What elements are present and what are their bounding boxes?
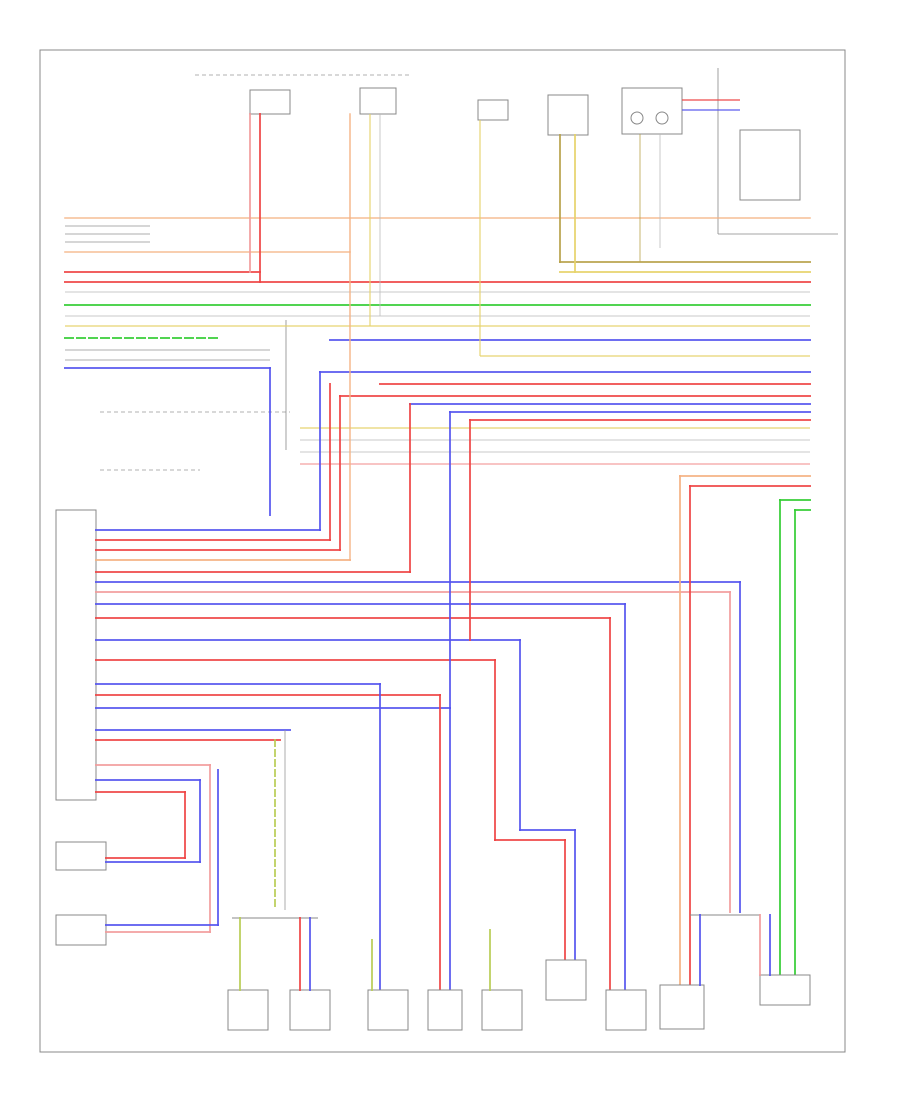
descending-wires (105, 367, 796, 991)
relay-coil-1 (630, 111, 644, 125)
component-7 (605, 989, 647, 1031)
component-6 (545, 959, 587, 1001)
lower-wire-harness (95, 529, 741, 793)
relay-coil-2 (655, 111, 669, 125)
switch-box-1 (55, 841, 107, 871)
bottom-components (227, 914, 811, 1031)
component-3 (367, 989, 409, 1031)
diagram-frame (39, 49, 846, 1053)
switch-box-2 (55, 914, 107, 946)
connector-top-4 (547, 94, 589, 136)
relay-box (621, 87, 683, 135)
component-1 (227, 989, 269, 1031)
upper-wire-bus (64, 217, 811, 511)
top-connectors (195, 68, 838, 235)
connector-top-3 (477, 99, 509, 121)
left-module-block (55, 509, 97, 801)
connector-top-1 (249, 89, 291, 115)
connector-top-right (739, 129, 801, 201)
connector-top-2 (359, 87, 397, 115)
component-8 (659, 984, 705, 1030)
component-2 (289, 989, 331, 1031)
top-vertical-risers (249, 99, 740, 561)
left-components (55, 320, 290, 946)
component-9 (759, 974, 811, 1006)
component-4 (427, 989, 463, 1031)
component-5 (481, 989, 523, 1031)
